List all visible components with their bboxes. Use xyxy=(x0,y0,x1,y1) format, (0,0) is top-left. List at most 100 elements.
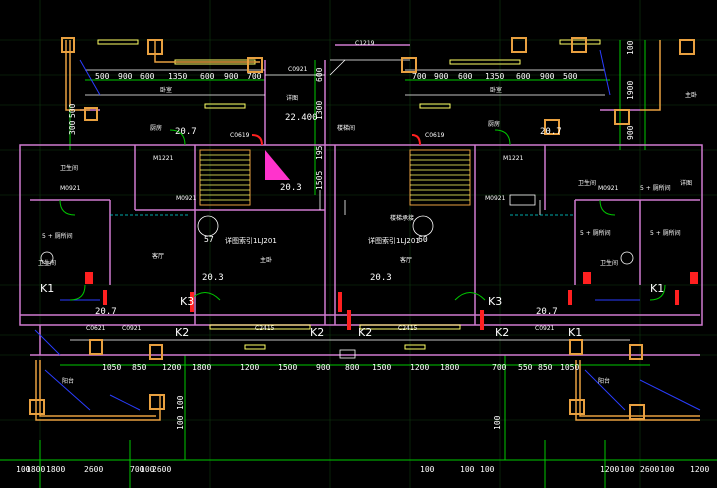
room-name: 卫生间 xyxy=(38,259,56,267)
small-tag: C1219 xyxy=(355,40,375,47)
bottom-dimension: 700 xyxy=(492,363,507,372)
small-tag: C0619 xyxy=(425,132,445,139)
room-name: 客厅 xyxy=(400,256,412,264)
bottom-dimension: 550 xyxy=(518,363,533,372)
bottom-dimension: 1200 xyxy=(162,363,181,372)
left-side-dimension: 500 xyxy=(68,103,77,118)
room-name: 厨房 xyxy=(488,120,500,128)
top-dimension-left: 600 xyxy=(200,72,215,81)
small-tag: C0921 xyxy=(122,325,142,332)
bottom-row-dimension: 100 xyxy=(660,465,675,474)
small-tag: M0921 xyxy=(485,195,506,202)
right-dimension: 1900 xyxy=(626,81,635,100)
room-name: 5 + 厕所间 xyxy=(42,232,73,240)
room-name: 5 + 厕所间 xyxy=(650,229,681,237)
k-label: K2 xyxy=(175,326,189,339)
middle-dimension: 600 xyxy=(315,67,324,82)
right-dimension: 100 xyxy=(626,40,635,55)
bottom-dimension: 1500 xyxy=(278,363,297,372)
top-dimension-right: 600 xyxy=(516,72,531,81)
area-value: 20.3 xyxy=(202,273,224,283)
small-tag: M0921 xyxy=(176,195,197,202)
area-value: 20.7 xyxy=(536,307,558,317)
small-tag: M0921 xyxy=(60,185,81,192)
blue-lines xyxy=(34,49,701,411)
middle-dimension: 1300 xyxy=(315,101,324,120)
room-name: 阳台 xyxy=(598,377,610,385)
right-dimension: 900 xyxy=(626,125,635,140)
bottom-row-dimension: 1200 xyxy=(690,465,709,474)
room-number-60: 60 xyxy=(418,235,428,244)
k-label: K3 xyxy=(488,295,502,308)
top-dimension-right: 700 xyxy=(412,72,427,81)
bottom-row-dimension: 100 xyxy=(460,465,475,474)
bottom-row-dimension: 100 xyxy=(480,465,495,474)
room-name: 详图 xyxy=(286,94,298,102)
area-value: 20.3 xyxy=(280,183,302,193)
bottom-dimension: 1200 xyxy=(410,363,429,372)
stair-arrow xyxy=(265,150,290,180)
bottom-row-dimension: 1800 xyxy=(26,465,45,474)
bottom-row-dimension: 100 xyxy=(140,465,155,474)
k-label: K1 xyxy=(650,282,664,295)
k-label: K3 xyxy=(180,295,194,308)
thin-lines xyxy=(70,59,630,359)
room-name: 卫生间 xyxy=(578,179,596,187)
bottom-dimension: 850 xyxy=(538,363,553,372)
radiators xyxy=(85,272,698,330)
small-tag: C2415 xyxy=(255,325,275,332)
k-label: K1 xyxy=(568,326,582,339)
bottom-row-dimension: 1200 xyxy=(600,465,619,474)
bottom-dimension: 1050 xyxy=(102,363,121,372)
bottom-dimension: 800 xyxy=(345,363,360,372)
k-label: K1 xyxy=(40,282,54,295)
small-tag: M1221 xyxy=(153,155,174,162)
stair-treads xyxy=(200,154,470,201)
room-name: 楼梯承接 xyxy=(390,214,414,222)
top-dimension-left: 600 xyxy=(140,72,155,81)
small-tag: M0921 xyxy=(598,185,619,192)
bottom-dimension: 1800 xyxy=(440,363,459,372)
room-name: 客厅 xyxy=(152,252,164,260)
top-dimension-left: 1350 xyxy=(168,72,187,81)
bottom-side-dimension: 100 xyxy=(176,415,185,430)
bottom-row-dimension: 2600 xyxy=(640,465,659,474)
room-name: 5 + 厕所间 xyxy=(580,229,611,237)
area-value: 20.3 xyxy=(370,273,392,283)
area-value: 20.7 xyxy=(175,127,197,137)
top-dimension-right: 900 xyxy=(434,72,449,81)
top-dimension-right: 900 xyxy=(540,72,555,81)
top-dimension-right: 600 xyxy=(458,72,473,81)
bottom-row-dimension: 100 xyxy=(420,465,435,474)
room-name: 卧室 xyxy=(490,86,502,94)
bottom-dimension: 1800 xyxy=(192,363,211,372)
bottom-side-dimension: 100 xyxy=(493,415,502,430)
bottom-row-dimension: 1800 xyxy=(46,465,65,474)
bottom-row-dimension: 2600 xyxy=(84,465,103,474)
room-circles xyxy=(40,215,634,265)
bottom-row-dimension: 100 xyxy=(16,465,31,474)
room-number-57: 57 xyxy=(204,235,214,244)
bottom-dimension: 1200 xyxy=(240,363,259,372)
room-name: 主卧 xyxy=(260,256,272,264)
small-tag: C2415 xyxy=(398,325,418,332)
middle-dimension: 1505 xyxy=(315,171,324,190)
bottom-dimension: 1050 xyxy=(560,363,579,372)
top-dimension-left: 500 xyxy=(95,72,110,81)
room-name: 主卧 xyxy=(685,91,697,99)
staircases xyxy=(199,149,471,206)
windows xyxy=(97,39,601,350)
walls xyxy=(19,44,703,356)
bottom-side-dimension: 100 xyxy=(176,395,185,410)
small-tag: C0921 xyxy=(288,66,308,73)
balcony-outline xyxy=(35,40,700,421)
dimension-lines xyxy=(0,40,717,488)
room-name: 楼梯间 xyxy=(337,124,355,132)
small-tag: M1221 xyxy=(503,155,524,162)
room-name: 详图 xyxy=(680,179,692,187)
room-name: 卧室 xyxy=(160,86,172,94)
bottom-dimension: 900 xyxy=(316,363,331,372)
